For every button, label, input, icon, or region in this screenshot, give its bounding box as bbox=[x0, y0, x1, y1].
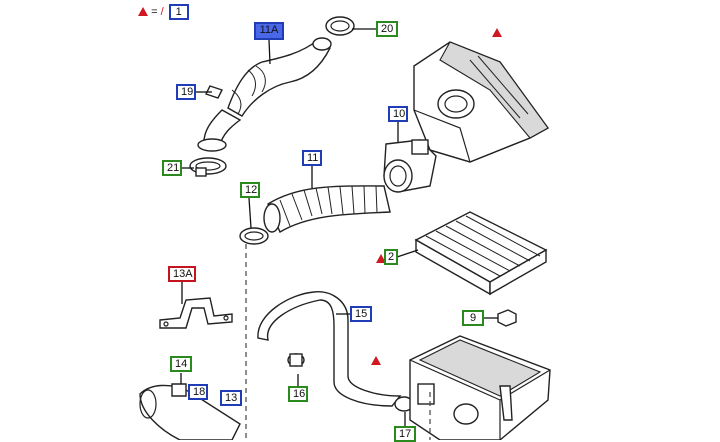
clip-20 bbox=[325, 16, 355, 36]
callout-10[interactable]: 10 bbox=[388, 106, 408, 122]
hose-15 bbox=[257, 291, 402, 407]
warning-triangle-icon bbox=[492, 28, 502, 37]
clamp-12 bbox=[239, 227, 269, 245]
callout-14[interactable]: 14 bbox=[170, 356, 192, 372]
legend: = / 1 bbox=[138, 4, 189, 20]
clamp-21 bbox=[189, 157, 227, 177]
callout-15[interactable]: 15 bbox=[350, 306, 372, 322]
lower-pipe-assembly bbox=[139, 383, 241, 440]
callout-11[interactable]: 11 bbox=[302, 150, 322, 166]
callout-19[interactable]: 19 bbox=[176, 84, 196, 100]
intake-duct-11a bbox=[197, 37, 332, 152]
callout-9[interactable]: 9 bbox=[462, 310, 484, 326]
callout-18[interactable]: 18 bbox=[188, 384, 208, 400]
callout-17[interactable]: 17 bbox=[394, 426, 416, 442]
callout-21[interactable]: 21 bbox=[162, 160, 182, 176]
callout-12[interactable]: 12 bbox=[240, 182, 260, 198]
leader-12 bbox=[248, 197, 252, 229]
air-cleaner-housing bbox=[409, 335, 551, 440]
callout-16[interactable]: 16 bbox=[288, 386, 308, 402]
callout-2[interactable]: 2 bbox=[384, 249, 398, 265]
warning-triangle-icon bbox=[376, 254, 386, 263]
warning-triangle-icon bbox=[371, 356, 381, 365]
air-cleaner-cover bbox=[413, 41, 550, 163]
callout-13a[interactable]: 13A bbox=[168, 266, 196, 282]
leader-2 bbox=[396, 249, 419, 258]
legend-ref-callout: 1 bbox=[168, 4, 189, 20]
callout-11a[interactable]: 11A bbox=[254, 22, 284, 40]
air-flow-sensor-10 bbox=[383, 139, 437, 193]
nut-9 bbox=[497, 309, 517, 327]
callout-20[interactable]: 20 bbox=[376, 21, 398, 37]
warning-triangle-icon bbox=[138, 7, 148, 16]
legend-slash: / bbox=[160, 6, 164, 18]
bracket-13a bbox=[159, 297, 233, 329]
filter-element-2 bbox=[414, 211, 548, 296]
clip-16 bbox=[287, 353, 305, 367]
corrugated-hose-11 bbox=[263, 185, 391, 234]
legend-equals: = bbox=[151, 6, 158, 18]
callout-13[interactable]: 13 bbox=[220, 390, 242, 406]
leader-11a bbox=[268, 39, 271, 65]
